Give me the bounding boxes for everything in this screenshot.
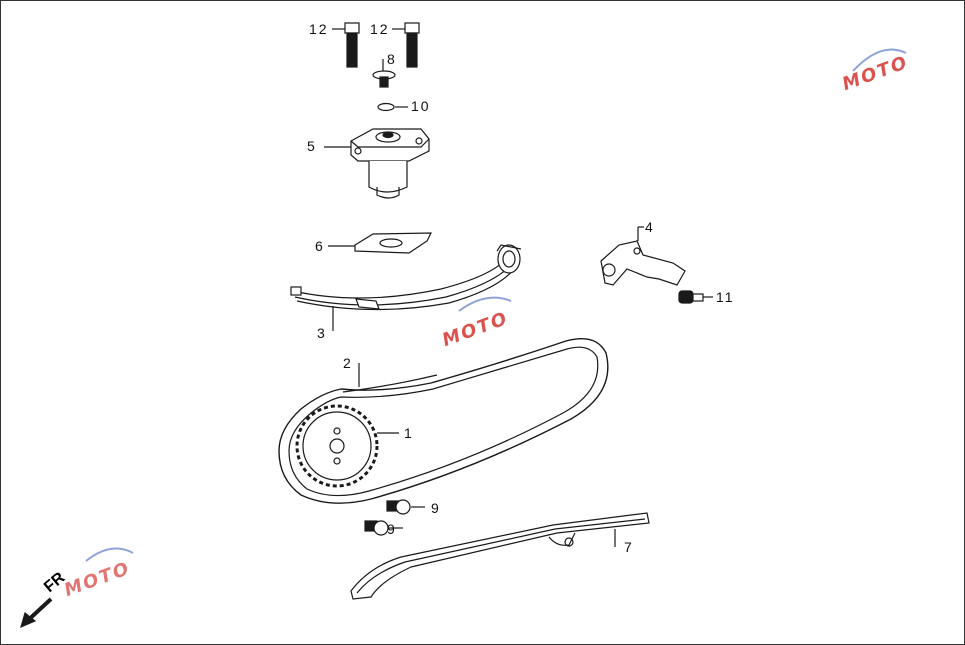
callout-3: 3 [317, 325, 327, 341]
callout-9-upper: 9 [431, 500, 441, 516]
bolt-11 [678, 290, 713, 304]
tensioner-guide-3 [290, 244, 522, 331]
callout-10: 10 [411, 98, 431, 114]
timing-chain-2 [278, 338, 609, 504]
callout-1: 1 [404, 425, 414, 441]
screw-8 [372, 59, 396, 88]
callout-12-right: 12 [370, 21, 390, 37]
tensioner-5 [324, 128, 430, 199]
sprocket-1 [295, 404, 399, 488]
callout-2: 2 [343, 355, 353, 371]
watermark-swoosh-icon [85, 48, 907, 562]
callout-7: 7 [624, 539, 634, 555]
bolt-9-upper [386, 499, 425, 515]
bracket-4 [600, 226, 686, 286]
gasket-6 [328, 232, 432, 254]
bolt-9-lower [364, 520, 403, 536]
callout-5: 5 [307, 138, 317, 154]
callout-12-left: 12 [309, 21, 329, 37]
callout-4: 4 [645, 219, 655, 235]
callout-9-lower: 9 [387, 521, 397, 537]
bolt-12-right [404, 22, 420, 68]
callout-6: 6 [315, 238, 325, 254]
chain-guide-7 [350, 512, 650, 600]
washer-10 [377, 102, 408, 112]
callout-11: 11 [716, 289, 735, 305]
callout-8: 8 [387, 51, 397, 67]
bolt-12-left [344, 22, 360, 68]
front-direction-arrow-icon [20, 597, 53, 629]
